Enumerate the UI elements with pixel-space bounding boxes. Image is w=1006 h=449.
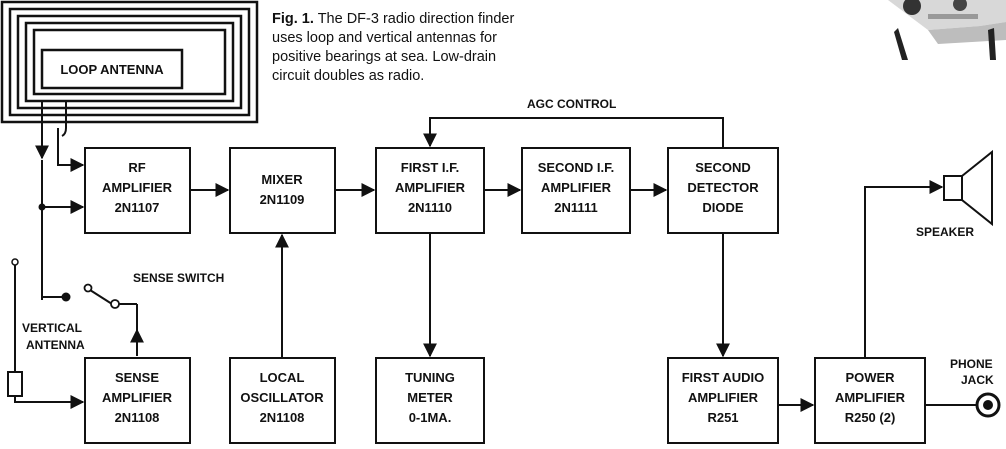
switch-contact-dot	[62, 293, 71, 302]
junction-dot	[39, 204, 46, 211]
rf-amplifier-block: RF AMPLIFIER 2N1107	[85, 148, 190, 233]
svg-text:2N1107: 2N1107	[115, 200, 160, 215]
svg-text:AMPLIFIER: AMPLIFIER	[835, 390, 906, 405]
svg-text:MIXER: MIXER	[261, 172, 303, 187]
svg-text:DETECTOR: DETECTOR	[687, 180, 759, 195]
svg-text:METER: METER	[407, 390, 453, 405]
vertical-antenna-label-line2: ANTENNA	[26, 338, 85, 352]
sense-switch-label: SENSE SWITCH	[133, 271, 224, 285]
svg-text:AMPLIFIER: AMPLIFIER	[541, 180, 612, 195]
local-oscillator-block: LOCAL OSCILLATOR 2N1108	[230, 358, 335, 443]
svg-text:2N1108: 2N1108	[115, 410, 160, 425]
vertical-antenna-label-line1: VERTICAL	[22, 321, 82, 335]
svg-text:DIODE: DIODE	[702, 200, 744, 215]
svg-text:AMPLIFIER: AMPLIFIER	[688, 390, 759, 405]
svg-text:R250 (2): R250 (2)	[845, 410, 896, 425]
svg-text:RF: RF	[128, 160, 145, 175]
svg-text:FIRST I.F.: FIRST I.F.	[401, 160, 460, 175]
svg-text:AMPLIFIER: AMPLIFIER	[395, 180, 466, 195]
svg-text:2N1111: 2N1111	[554, 200, 597, 215]
svg-text:LOCAL: LOCAL	[260, 370, 305, 385]
phone-jack-label-line1: PHONE	[950, 357, 993, 371]
svg-text:R251: R251	[707, 410, 738, 425]
agc-control-label: AGC CONTROL	[527, 97, 616, 111]
svg-text:2N1108: 2N1108	[260, 410, 305, 425]
svg-text:SECOND: SECOND	[695, 160, 751, 175]
svg-text:OSCILLATOR: OSCILLATOR	[240, 390, 324, 405]
loop-antenna-label: LOOP ANTENNA	[60, 62, 164, 77]
svg-text:AMPLIFIER: AMPLIFIER	[102, 180, 173, 195]
speaker-icon	[944, 152, 992, 224]
svg-text:TUNING: TUNING	[405, 370, 455, 385]
svg-text:2N1109: 2N1109	[260, 192, 305, 207]
first-if-amplifier-block: FIRST I.F. AMPLIFIER 2N1110	[376, 148, 484, 233]
svg-text:0-1MA.: 0-1MA.	[409, 410, 452, 425]
phone-jack-icon	[977, 394, 999, 416]
power-amplifier-block: POWER AMPLIFIER R250 (2)	[815, 358, 925, 443]
switch-terminal	[111, 300, 119, 308]
sense-amplifier-block: SENSE AMPLIFIER 2N1108	[85, 358, 190, 443]
svg-text:AMPLIFIER: AMPLIFIER	[102, 390, 173, 405]
svg-text:POWER: POWER	[845, 370, 895, 385]
second-if-amplifier-block: SECOND I.F. AMPLIFIER 2N1111	[522, 148, 630, 233]
first-audio-amplifier-block: FIRST AUDIO AMPLIFIER R251	[668, 358, 778, 443]
switch-pivot	[85, 285, 92, 292]
second-detector-block: SECOND DETECTOR DIODE	[668, 148, 778, 233]
speaker-label: SPEAKER	[916, 225, 974, 239]
svg-text:SENSE: SENSE	[115, 370, 159, 385]
mixer-block: MIXER 2N1109	[230, 148, 335, 233]
svg-text:SECOND I.F.: SECOND I.F.	[538, 160, 615, 175]
phone-jack-label-line2: JACK	[961, 373, 994, 387]
svg-text:2N1110: 2N1110	[408, 200, 452, 215]
svg-text:FIRST AUDIO: FIRST AUDIO	[682, 370, 765, 385]
tuning-meter-block: TUNING METER 0-1MA.	[376, 358, 484, 443]
